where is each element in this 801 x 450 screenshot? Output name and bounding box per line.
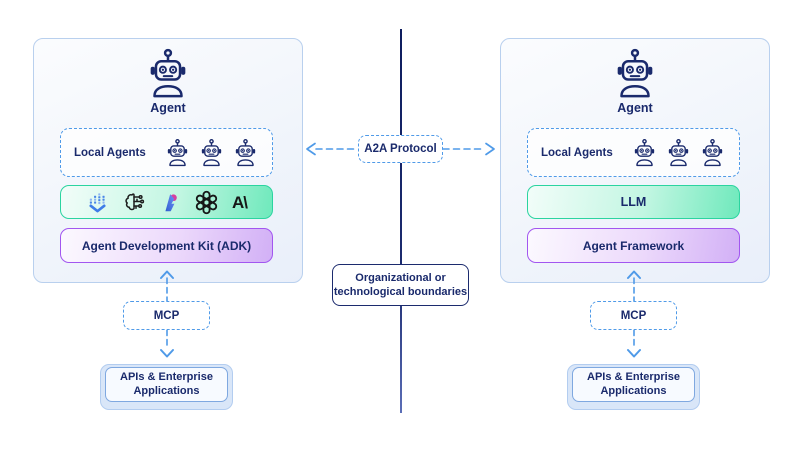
ai-foundry-icon xyxy=(159,190,181,214)
openai-icon xyxy=(194,190,219,214)
local-agents-label: Local Agents xyxy=(541,146,613,159)
local-agents-box: Local Agents xyxy=(60,128,273,177)
robot-icon xyxy=(699,138,726,167)
boundaries-label-line2: technological boundaries xyxy=(333,286,468,298)
mcp-connector-right xyxy=(627,270,641,358)
agent-framework-label: Agent Framework xyxy=(582,238,685,253)
apis-label-line1: APIs & Enterprise xyxy=(120,370,213,383)
a2a-protocol-label: A2A Protocol xyxy=(364,143,437,155)
arrowhead-left-icon xyxy=(306,142,316,156)
local-agent-robots xyxy=(164,138,259,167)
agent-robot-icon xyxy=(611,47,659,99)
adk-box: Agent Development Kit (ADK) xyxy=(60,228,273,263)
llm-box: LLM xyxy=(527,185,740,219)
mcp-label: MCP xyxy=(153,309,180,322)
robot-icon xyxy=(631,138,658,167)
apis-label-line1: APIs & Enterprise xyxy=(587,370,680,383)
agent-framework-box: Agent Framework xyxy=(527,228,740,263)
brain-circuit-icon xyxy=(122,190,146,214)
llm-label: LLM xyxy=(620,195,647,209)
apis-label-line2: Applications xyxy=(133,384,200,397)
boundaries-label-line1: Organizational or xyxy=(355,271,446,284)
arrowhead-right-icon xyxy=(485,142,495,156)
robot-icon xyxy=(232,138,259,167)
agent-title: Agent xyxy=(617,101,653,115)
apis-box-left: APIs & Enterprise Applications xyxy=(100,364,233,410)
local-agents-label: Local Agents xyxy=(74,146,146,159)
mcp-connector-left xyxy=(160,270,174,358)
local-agents-box: Local Agents xyxy=(527,128,740,177)
mcp-box-left: MCP xyxy=(123,301,210,330)
apis-label-line2: Applications xyxy=(600,384,667,397)
robot-icon xyxy=(665,138,692,167)
robot-icon xyxy=(164,138,191,167)
local-agent-robots xyxy=(631,138,726,167)
a2a-protocol-box: A2A Protocol xyxy=(358,135,443,163)
boundaries-box: Organizational or technological boundari… xyxy=(332,264,469,306)
apis-card: APIs & Enterprise Applications xyxy=(572,367,695,402)
mcp-label: MCP xyxy=(620,309,647,322)
adk-label: Agent Development Kit (ADK) xyxy=(81,238,252,253)
mcp-box-right: MCP xyxy=(590,301,677,330)
robot-icon xyxy=(198,138,225,167)
apis-card: APIs & Enterprise Applications xyxy=(105,367,228,402)
apis-box-right: APIs & Enterprise Applications xyxy=(567,364,700,410)
anthropic-icon: A\ xyxy=(232,192,248,212)
boundary-divider-line xyxy=(400,29,402,413)
model-logos-box: A\ xyxy=(60,185,273,219)
agent-title: Agent xyxy=(150,101,186,115)
a2a-arrows xyxy=(306,142,495,156)
data-stream-icon xyxy=(86,190,109,214)
agent-panel-left: Agent Local Agents xyxy=(33,38,303,283)
agent-robot-icon xyxy=(144,47,192,99)
agent-panel-right: Agent Local Agents LLM Agent Framework xyxy=(500,38,770,283)
